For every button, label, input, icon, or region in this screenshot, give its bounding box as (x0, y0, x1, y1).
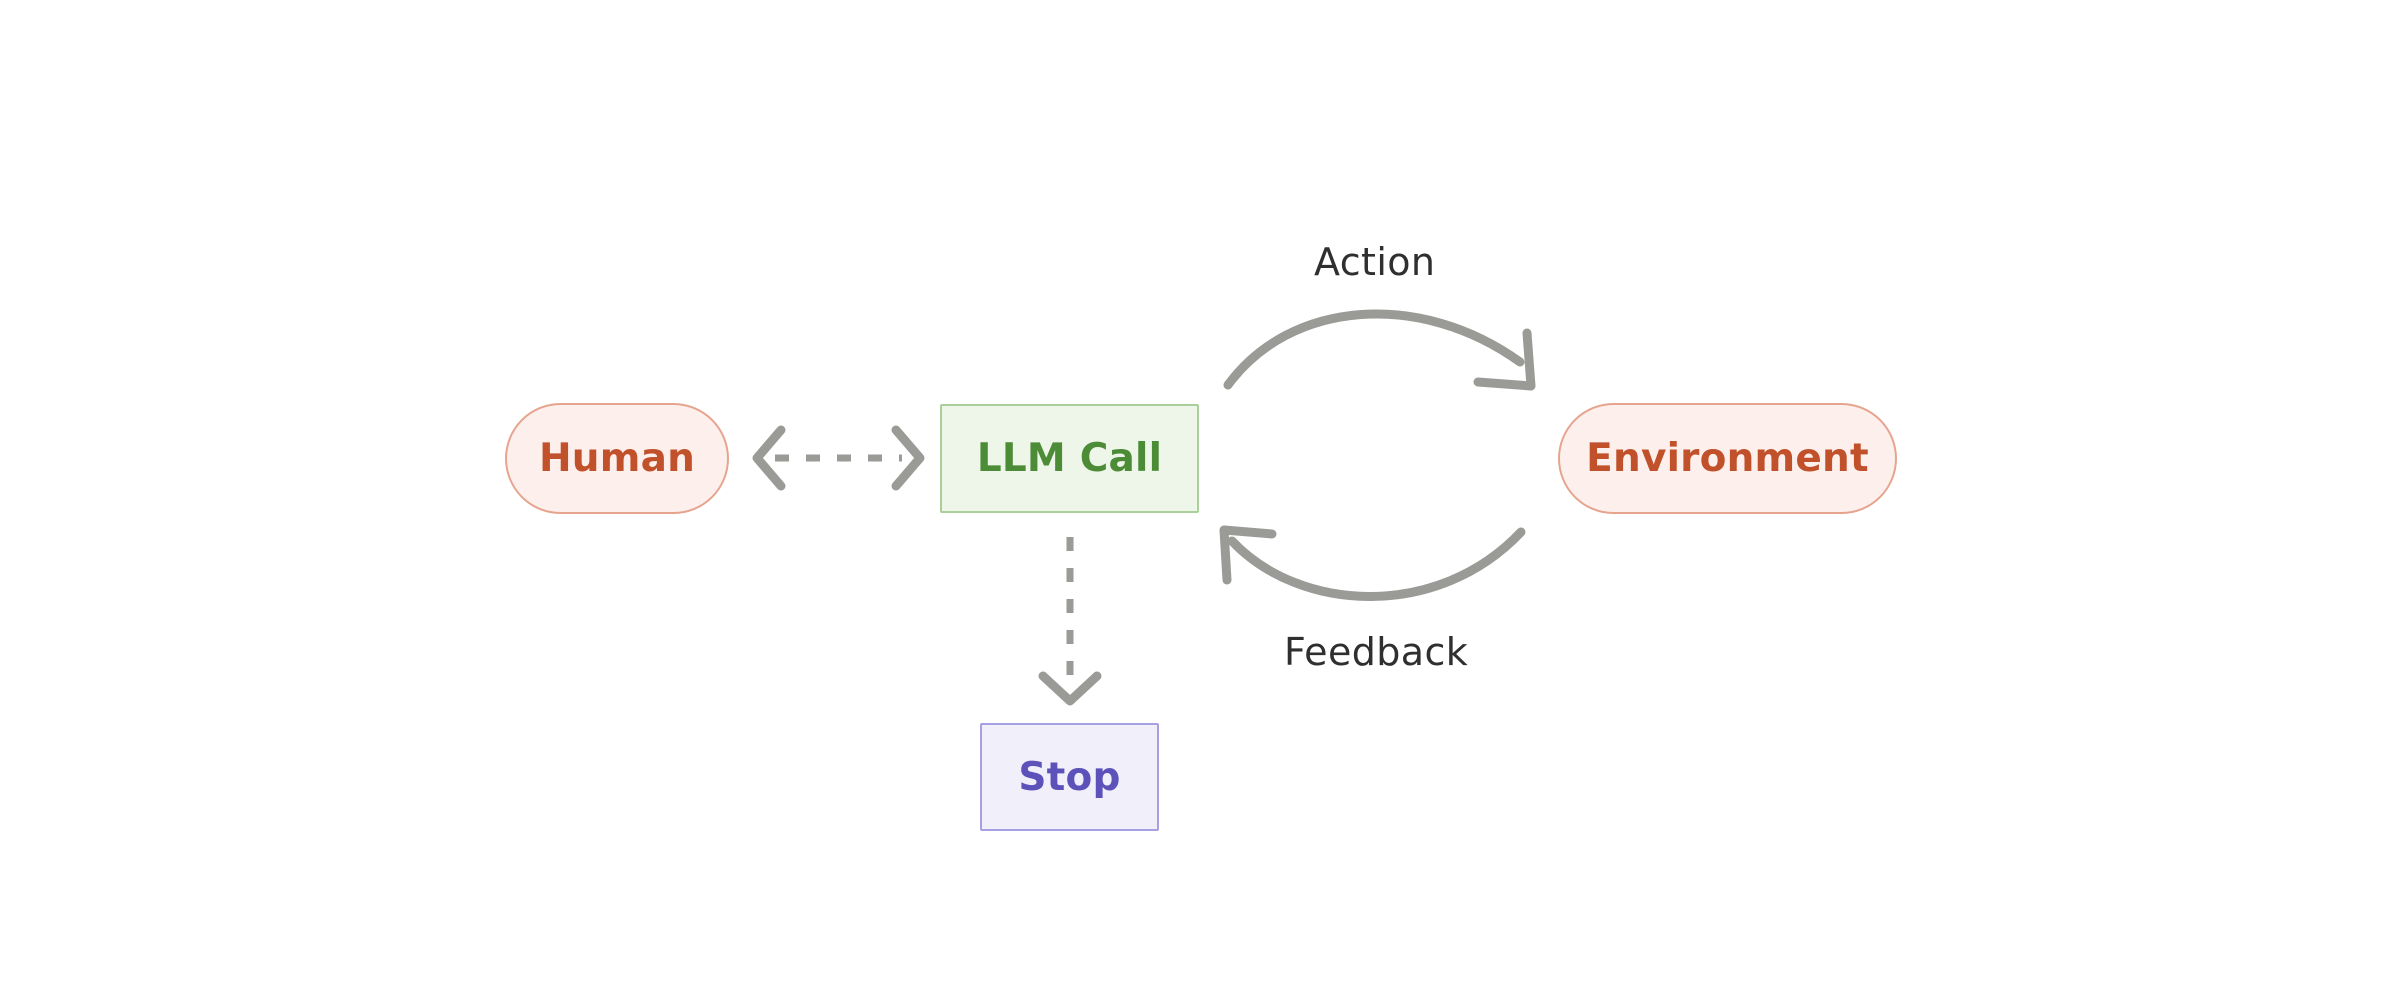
node-human[interactable]: Human (505, 403, 729, 514)
edge-llm-call-stop (1038, 537, 1102, 706)
arrowhead-right-icon (891, 425, 925, 491)
node-llm-call[interactable]: LLM Call (940, 404, 1199, 513)
edge-environment-llm-call-feedback (1219, 525, 1526, 601)
node-stop[interactable]: Stop (980, 723, 1159, 831)
arrowhead-left-icon (752, 425, 786, 491)
feedback-arc-path (1227, 527, 1526, 601)
arrowhead-feedback-icon (1219, 525, 1277, 585)
action-arc-path (1223, 309, 1525, 390)
edge-label-feedback: Feedback (1284, 630, 1469, 674)
arrowhead-down-icon (1038, 671, 1102, 706)
edge-label-action: Action (1314, 240, 1436, 284)
edge-llm-call-environment-action (1223, 309, 1536, 391)
arrowhead-action-icon (1473, 328, 1536, 391)
edge-human-llm-call (752, 425, 925, 491)
node-environment[interactable]: Environment (1558, 403, 1897, 514)
